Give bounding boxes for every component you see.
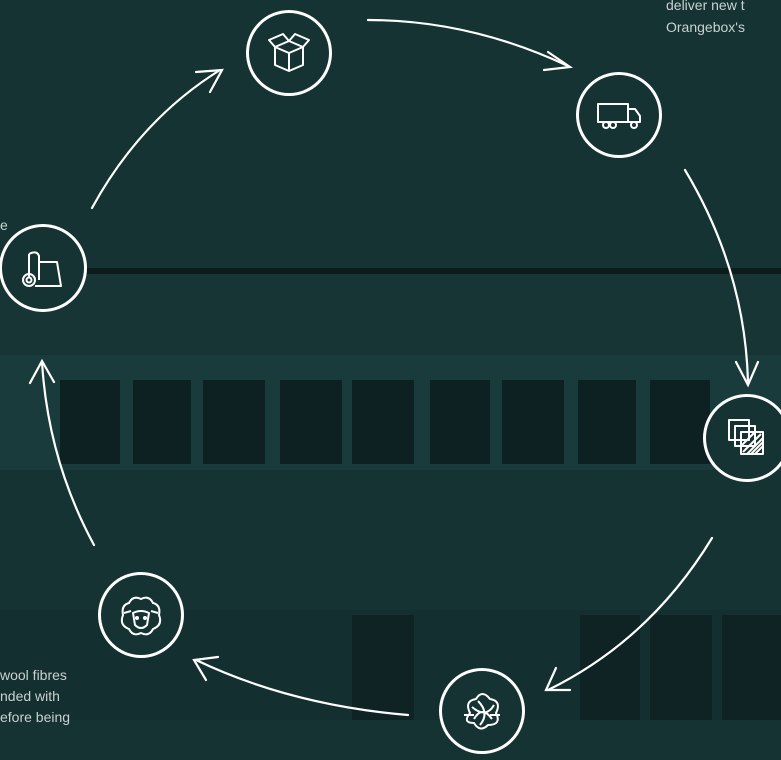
node-fabric-swatches [703, 394, 781, 482]
building-window [650, 380, 710, 464]
building-window [133, 380, 191, 464]
caption-bottom-left-line2: nded with [0, 688, 60, 704]
caption-left-fragment: e [0, 217, 8, 233]
building-window [352, 380, 414, 464]
building-door [722, 615, 781, 720]
arrow-swatches-to-wool [546, 536, 714, 692]
node-fabric-roll [0, 224, 87, 312]
caption-top-right-line2: Orangebox's [666, 19, 745, 35]
arrow-truck-to-swatches-head [734, 360, 760, 388]
caption-top-right-line1: deliver new t [666, 0, 745, 13]
arrow-truck-to-swatches [683, 168, 750, 384]
caption-bottom-left-line3: efore being [0, 709, 71, 725]
sheep-icon [120, 596, 162, 636]
arrow-sheep-to-roll [40, 360, 96, 547]
arrow-sheep-to-roll-head [28, 358, 56, 385]
arrow-wool-to-sheep-head [192, 655, 220, 682]
node-wool-tangle [439, 668, 525, 754]
fabric-swatches-icon [728, 419, 764, 455]
building-roofline [0, 268, 781, 274]
fabric-roll-icon [22, 251, 62, 287]
building-window [203, 380, 265, 464]
box-icon [268, 33, 310, 72]
arrow-box-to-truck-head [542, 50, 574, 72]
node-sheep [98, 572, 184, 658]
building-door [580, 615, 640, 720]
arrow-swatches-to-wool-head [544, 666, 572, 692]
building-window [578, 380, 636, 464]
arrow-box-to-truck [366, 18, 570, 68]
building-window [502, 380, 564, 464]
arrow-wool-to-sheep [194, 658, 410, 717]
caption-bottom-left-line1: wool fibres [0, 667, 67, 683]
building-window [60, 380, 120, 464]
truck-icon [597, 103, 641, 129]
node-box [246, 10, 332, 96]
arrow-roll-to-box-head [194, 68, 224, 94]
wool-tangle-icon [464, 693, 500, 730]
building-door [352, 615, 414, 720]
building-door [650, 615, 712, 720]
arrow-roll-to-box [90, 68, 222, 210]
building-window [280, 380, 342, 464]
node-truck [576, 72, 662, 158]
building-wall [0, 274, 781, 354]
building-window [430, 380, 490, 464]
